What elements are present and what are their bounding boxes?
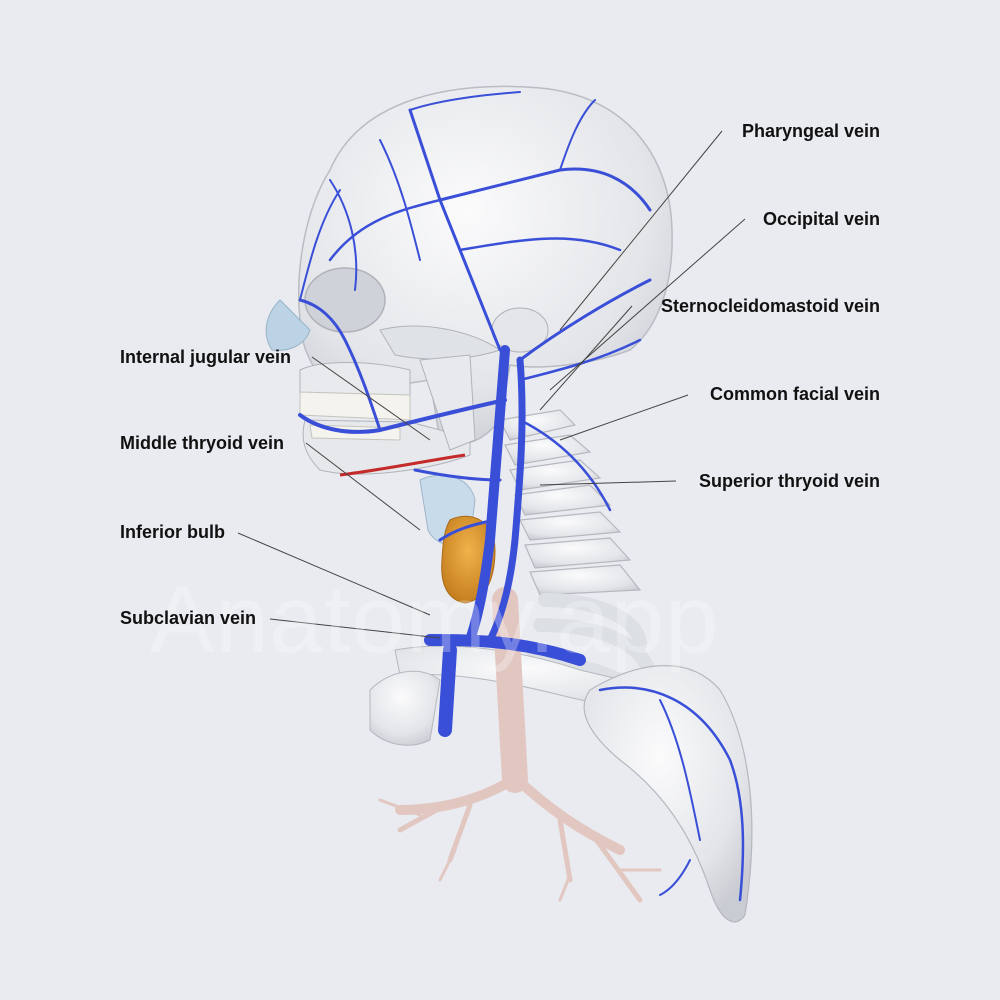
label-internal-jugular-vein: Internal jugular vein bbox=[120, 347, 292, 367]
facial-artery bbox=[339, 453, 466, 477]
venous-network bbox=[298, 91, 745, 902]
label-common-facial-vein: Common facial vein bbox=[709, 384, 880, 404]
leader-lines bbox=[237, 130, 746, 639]
label-inferior-bulb: Inferior bulb bbox=[120, 522, 225, 542]
trachea-bronchi bbox=[378, 587, 662, 903]
scapula bbox=[583, 665, 753, 923]
manubrium bbox=[369, 670, 441, 746]
label-middle-thyroid-vein: Middle thryoid vein bbox=[120, 433, 285, 453]
label-subclavian-vein: Subclavian vein bbox=[120, 608, 257, 628]
label-pharyngeal-vein: Pharyngeal vein bbox=[741, 121, 880, 141]
skull bbox=[265, 85, 673, 475]
cervical-spine bbox=[499, 409, 642, 596]
watermark: Anatomy.app bbox=[150, 566, 720, 673]
label-sternocleidomastoid-vein: Sternocleidomastoid vein bbox=[660, 296, 880, 316]
label-superior-thyroid-vein: Superior thryoid vein bbox=[698, 471, 880, 491]
label-occipital-vein: Occipital vein bbox=[762, 209, 880, 229]
